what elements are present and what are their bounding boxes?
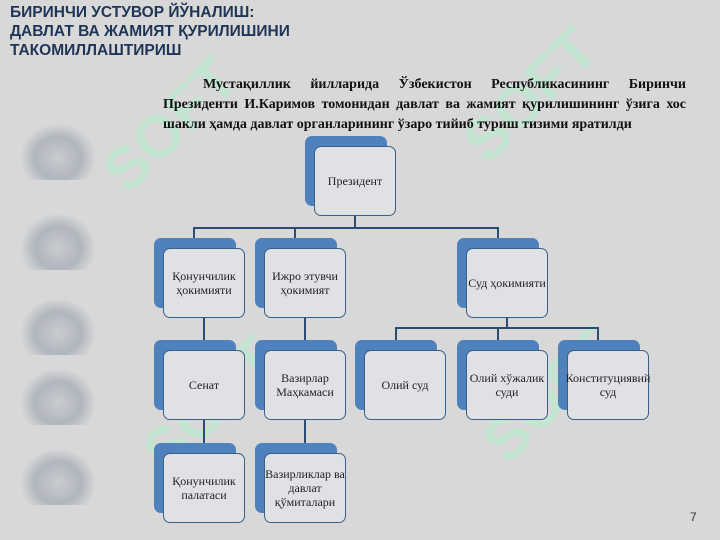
node-label: Ижро этувчи ҳокимият	[264, 248, 346, 318]
connector	[294, 227, 296, 238]
node-economic-court: Олий хўжалик суди	[457, 340, 548, 420]
node-label: Қонунчилик палатаси	[163, 453, 245, 523]
intro-text: Мустақиллик йилларида Ўзбекистон Республ…	[163, 77, 686, 132]
connector	[497, 327, 499, 340]
node-label: Сенат	[163, 350, 245, 420]
title-line: БИРИНЧИ УСТУВОР ЙЎНАЛИШ:	[10, 4, 255, 21]
connector	[203, 420, 205, 443]
connector	[395, 327, 397, 340]
building-image	[22, 370, 94, 425]
building-image	[22, 300, 94, 355]
node-legislative-chamber: Қонунчилик палатаси	[154, 443, 245, 523]
connector	[304, 318, 306, 340]
connector	[497, 227, 499, 238]
node-label: Олий хўжалик суди	[466, 350, 548, 420]
node-legislative: Қонунчилик ҳокимияти	[154, 238, 245, 318]
node-supreme-court: Олий суд	[355, 340, 446, 420]
node-judicial: Суд ҳокимияти	[457, 238, 548, 318]
connector	[304, 420, 306, 443]
connector	[506, 318, 508, 328]
node-constitutional-court: Конституциявий суд	[558, 340, 650, 420]
node-label: Суд ҳокимияти	[466, 248, 548, 318]
node-label: Олий суд	[364, 350, 446, 420]
title-line: ТАКОМИЛЛАШТИРИШ	[10, 42, 182, 59]
page-number: 7	[690, 510, 697, 524]
node-label: Конституциявий суд	[566, 350, 650, 420]
connector	[597, 327, 599, 340]
node-label: Президент	[314, 146, 396, 216]
node-president: Президент	[305, 136, 396, 216]
building-image	[22, 450, 94, 505]
connector	[203, 318, 205, 340]
node-cabinet: Вазирлар Маҳкамаси	[255, 340, 346, 420]
node-label: Қонунчилик ҳокимияти	[163, 248, 245, 318]
connector	[354, 215, 356, 228]
node-ministries: Вазирликлар ва давлат қўмиталари	[255, 443, 346, 523]
slide-title: БИРИНЧИ УСТУВОР ЙЎНАЛИШ: ДАВЛАТ ВА ЖАМИЯ…	[10, 3, 290, 60]
node-senate: Сенат	[154, 340, 245, 420]
node-executive: Ижро этувчи ҳокимият	[255, 238, 346, 318]
node-label: Вазирликлар ва давлат қўмиталари	[264, 453, 346, 523]
title-line: ДАВЛАТ ВА ЖАМИЯТ ҚУРИЛИШИНИ	[10, 23, 290, 40]
building-image	[22, 125, 94, 180]
connector	[193, 227, 195, 238]
connector	[193, 227, 499, 229]
node-label: Вазирлар Маҳкамаси	[264, 350, 346, 420]
building-image	[22, 215, 94, 270]
